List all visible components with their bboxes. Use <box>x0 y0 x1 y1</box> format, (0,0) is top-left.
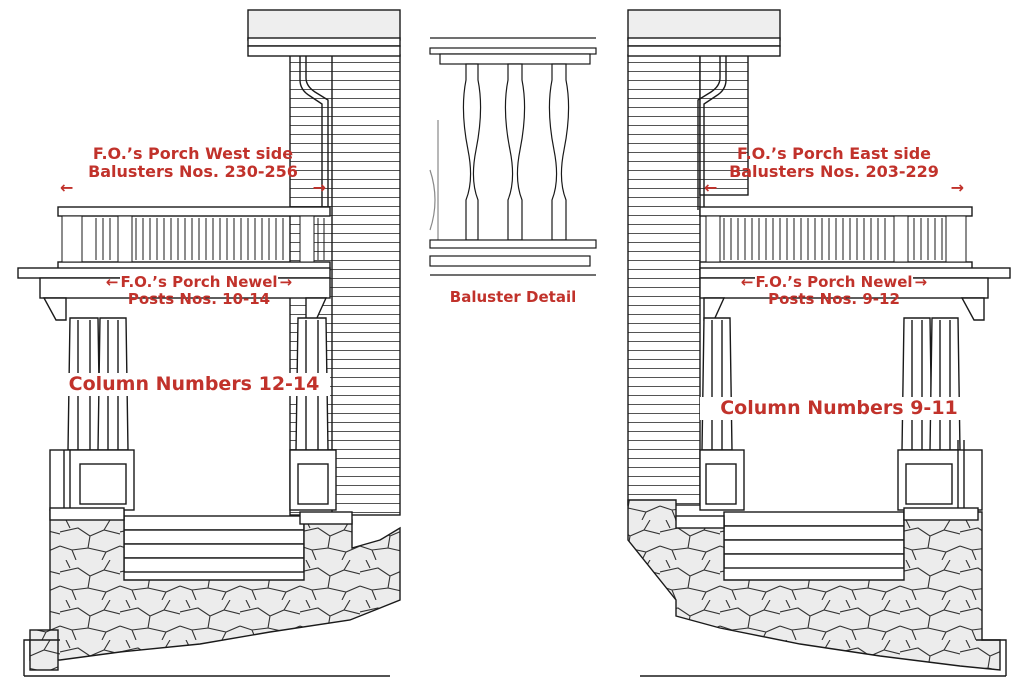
baluster-detail-text: Baluster Detail <box>449 288 577 306</box>
right-arrow-icon: → <box>914 273 928 291</box>
left-arrow-icon: ← <box>704 178 718 197</box>
east-top-rail <box>699 206 973 217</box>
baluster-detail-spindles <box>462 63 570 241</box>
west-balusters <box>61 215 325 263</box>
left-arrow-icon: ← <box>60 178 74 197</box>
east-porch-drawing <box>627 9 1011 677</box>
west-newel-range: Posts Nos. 10-14 <box>127 290 271 308</box>
west-columns-text: Column Numbers 12-14 <box>68 373 320 395</box>
east-roof-eave <box>627 9 781 41</box>
east-newel-label: ← F.O.’s Porch Newel → Posts Nos. 9-12 <box>706 275 962 307</box>
baluster-detail-drawing <box>429 37 597 276</box>
left-arrow-icon: ← <box>105 273 119 291</box>
east-steps <box>723 511 905 569</box>
west-downspout <box>299 56 323 210</box>
east-balusters-label: F.O.’s Porch East side Balusters Nos. 20… <box>704 146 964 196</box>
west-columns-label: Column Numbers 12-14 <box>58 373 330 396</box>
east-balusters <box>705 215 967 263</box>
left-arrow-icon: ← <box>740 273 754 291</box>
west-balusters-label: F.O.’s Porch West side Balusters Nos. 23… <box>60 146 326 196</box>
right-arrow-icon: → <box>312 178 326 197</box>
west-roof-eave <box>247 9 401 41</box>
east-house-siding <box>627 54 701 506</box>
east-balusters-range: Balusters Nos. 203-229 <box>729 162 939 181</box>
baluster-detail-caption: Baluster Detail <box>430 290 596 305</box>
east-newel-title: F.O.’s Porch Newel <box>755 273 913 291</box>
west-top-rail <box>57 206 331 217</box>
west-house-siding <box>329 54 401 516</box>
east-downspout <box>703 56 727 210</box>
west-steps <box>123 515 305 573</box>
east-columns-text: Column Numbers 9-11 <box>720 397 958 419</box>
west-newel-title: F.O.’s Porch Newel <box>120 273 278 291</box>
right-arrow-icon: → <box>950 178 964 197</box>
east-newel-range: Posts Nos. 9-12 <box>768 290 900 308</box>
east-balusters-title: F.O.’s Porch East side <box>737 144 931 163</box>
east-columns-label: Column Numbers 9-11 <box>700 397 978 420</box>
west-balusters-range: Balusters Nos. 230-256 <box>88 162 298 181</box>
west-newel-label: ← F.O.’s Porch Newel → Posts Nos. 10-14 <box>64 275 334 307</box>
west-balusters-title: F.O.’s Porch West side <box>92 144 294 163</box>
east-columns <box>701 317 961 451</box>
right-arrow-icon: → <box>279 273 293 291</box>
west-porch-drawing <box>17 9 401 677</box>
